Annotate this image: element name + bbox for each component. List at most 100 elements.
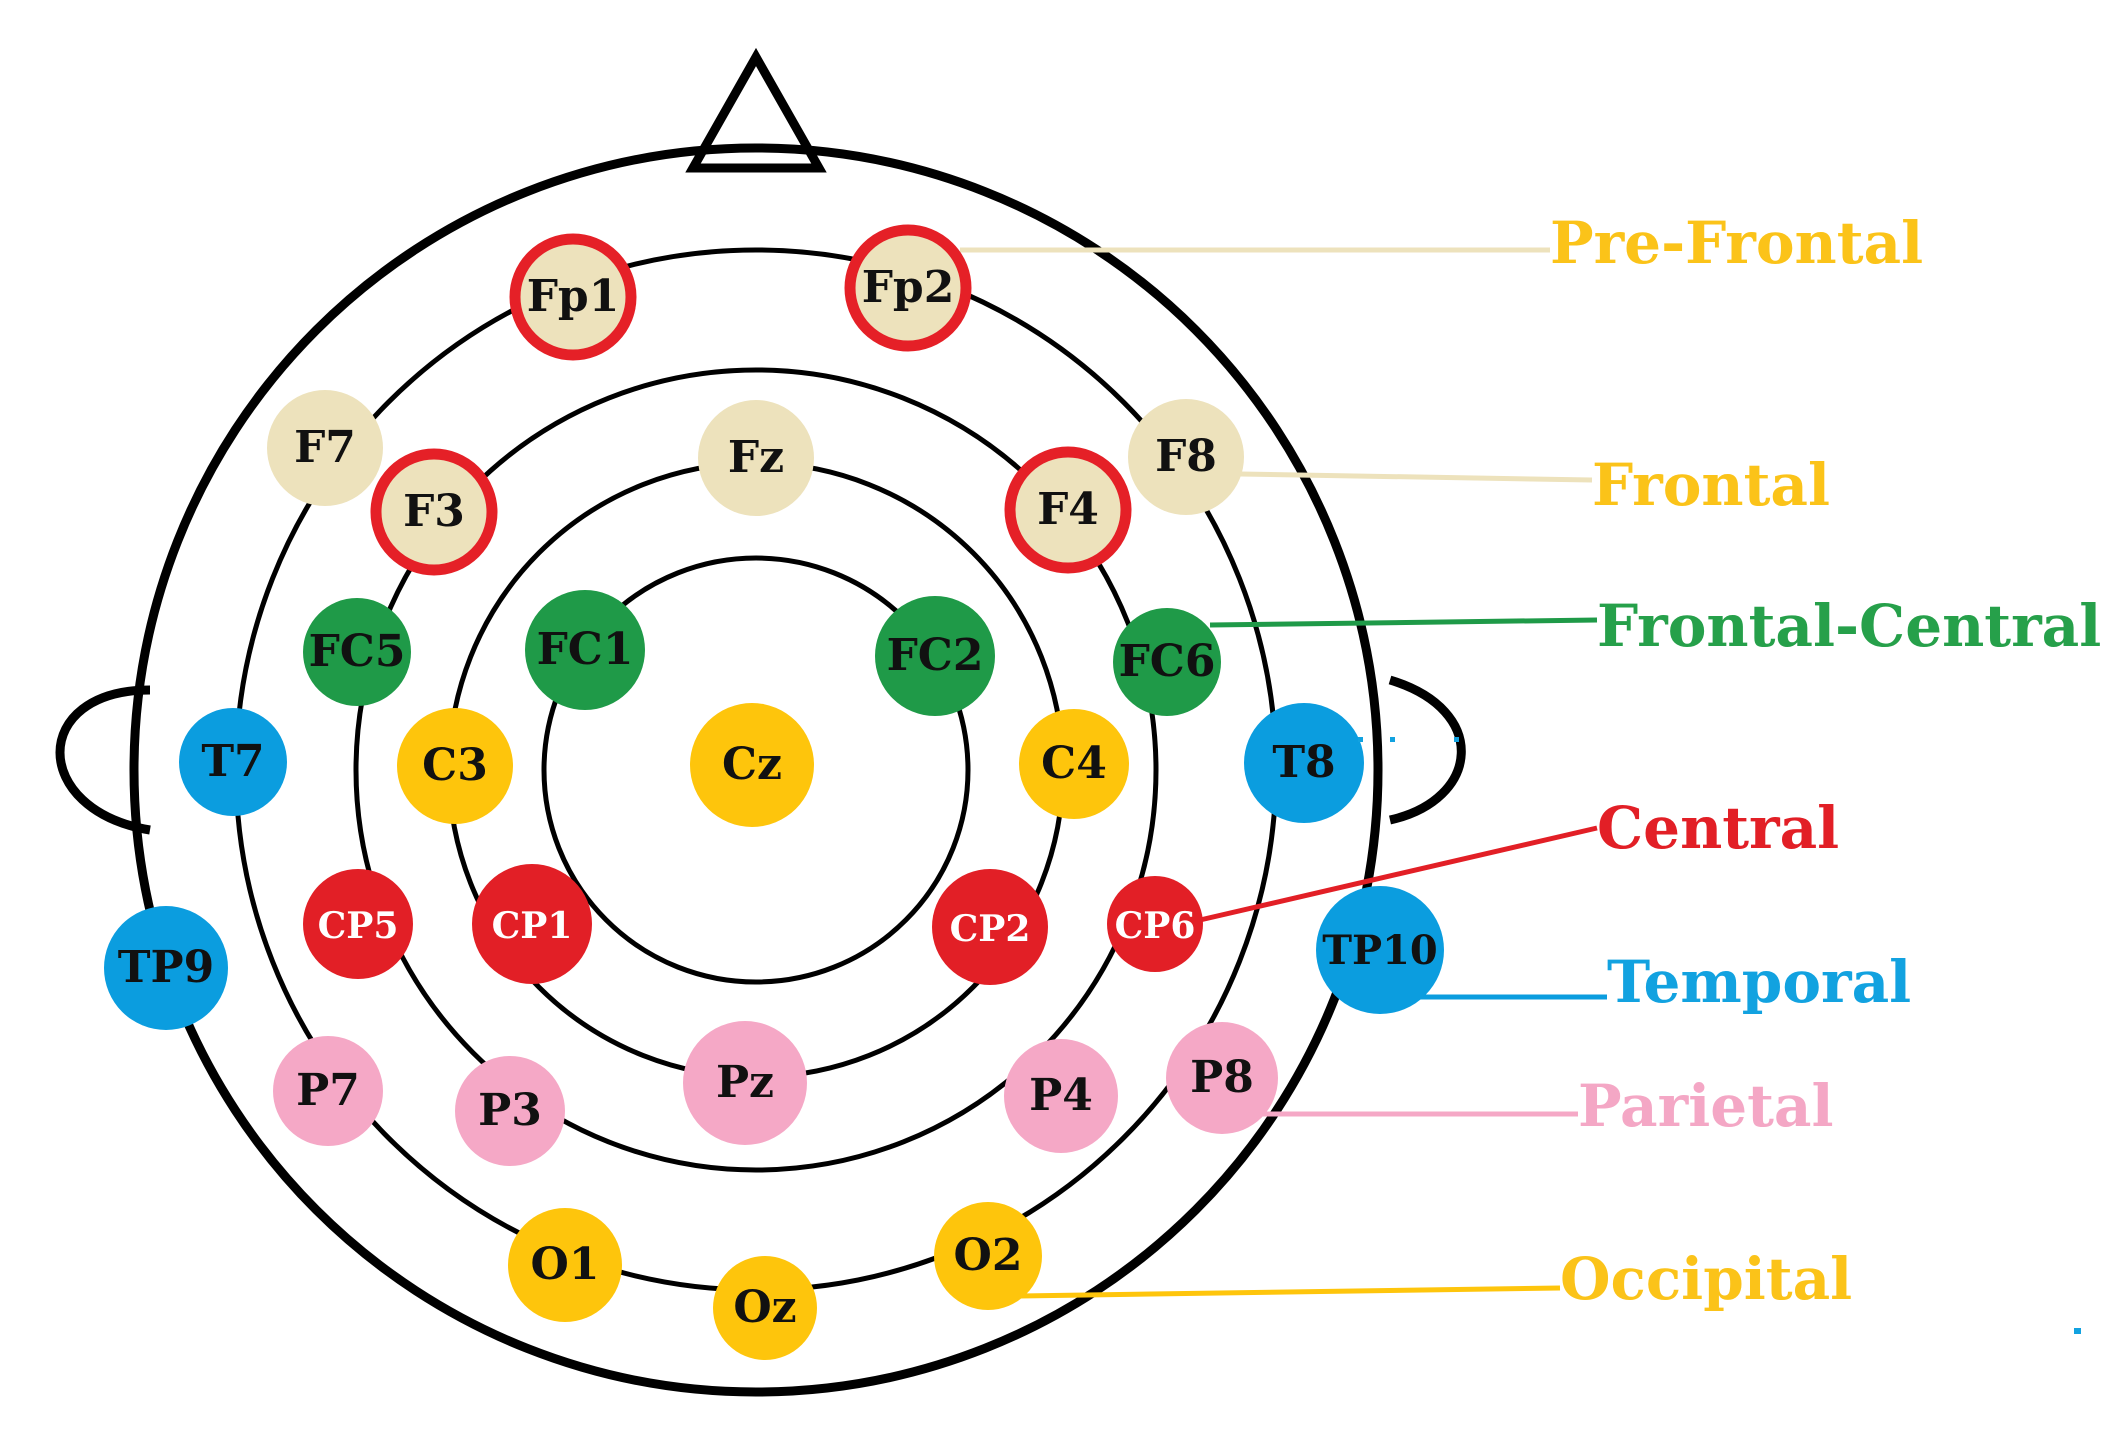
label-frontal-central: Frontal-Central xyxy=(1597,592,2101,660)
electrode-dot xyxy=(525,590,645,710)
electrode-dot xyxy=(1107,876,1203,972)
leader-line-occipital xyxy=(1019,1285,1561,1299)
electrode-label: Fz xyxy=(728,432,784,483)
electrode-dot xyxy=(875,596,995,716)
label-temporal: Temporal xyxy=(1607,948,1911,1016)
electrode-dot xyxy=(698,400,814,516)
electrode-label: FC1 xyxy=(537,624,634,675)
electrode-dot xyxy=(934,1202,1042,1310)
electrode-dot xyxy=(104,906,228,1030)
head-circle xyxy=(129,143,1383,1397)
electrode-dot xyxy=(1128,399,1244,515)
dot-mark xyxy=(1390,737,1395,742)
electrode-dot xyxy=(370,448,498,576)
electrode-cp1: CP1 xyxy=(472,864,592,984)
electrode-cz: Cz xyxy=(690,703,814,827)
electrode-fz: Fz xyxy=(698,400,814,516)
electrode-fc1: FC1 xyxy=(525,590,645,710)
leader-line-frontal-central xyxy=(1209,617,1598,628)
electrode-f8: F8 xyxy=(1128,399,1244,515)
electrode-label: T8 xyxy=(1272,737,1335,788)
electrode-oz: Oz xyxy=(713,1256,817,1360)
electrode-cp6: CP6 xyxy=(1107,876,1203,972)
electrode-label: P3 xyxy=(478,1085,542,1136)
electrode-o1: O1 xyxy=(508,1208,622,1322)
electrode-dot xyxy=(303,598,411,706)
electrode-label: Pz xyxy=(716,1057,774,1108)
electrode-label: Fp1 xyxy=(527,271,620,322)
electrode-dot xyxy=(1004,446,1132,574)
electrode-label: F8 xyxy=(1155,431,1217,482)
electrode-dot xyxy=(472,864,592,984)
electrode-p7: P7 xyxy=(273,1036,383,1146)
electrode-cp5: CP5 xyxy=(303,869,413,979)
dot-mark xyxy=(2074,1328,2081,1334)
electrode-dot xyxy=(1019,709,1129,819)
electrode-label: FC6 xyxy=(1119,636,1216,687)
label-parietal: Parietal xyxy=(1578,1072,1834,1140)
electrode-dot xyxy=(1166,1022,1278,1134)
electrode-dot xyxy=(1244,703,1364,823)
ring-third xyxy=(353,367,1159,1173)
electrode-pz: Pz xyxy=(683,1021,807,1145)
electrode-fp2: Fp2 xyxy=(844,224,972,352)
electrode-dot xyxy=(273,1036,383,1146)
electrode-dot xyxy=(1004,1039,1118,1153)
electrode-dot xyxy=(267,390,383,506)
nose-icon xyxy=(685,47,827,173)
head-outline xyxy=(55,47,1466,1397)
electrode-dot xyxy=(509,233,637,361)
electrode-dot xyxy=(303,869,413,979)
region-labels: Pre-Frontal Frontal Frontal-Central Cent… xyxy=(1550,209,2101,1313)
electrode-label: P8 xyxy=(1190,1052,1254,1103)
electrode-f4: F4 xyxy=(1004,446,1132,574)
electrode-label: CP1 xyxy=(492,905,573,947)
electrode-fc5: FC5 xyxy=(303,598,411,706)
electrode-t8: T8 xyxy=(1244,703,1364,823)
electrode-label: Oz xyxy=(733,1282,796,1333)
electrode-dot xyxy=(179,708,287,816)
electrode-label: F7 xyxy=(294,422,356,473)
electrode-dot xyxy=(713,1256,817,1360)
electrode-label: FC2 xyxy=(887,630,984,681)
left-ear-icon xyxy=(55,685,151,835)
right-ear-icon xyxy=(1388,675,1466,825)
electrode-dot xyxy=(932,869,1048,985)
electrode-label: CP5 xyxy=(318,905,399,947)
leader-line-frontal xyxy=(1239,471,1593,483)
electrode-dot xyxy=(1316,886,1444,1014)
dot-mark xyxy=(1358,737,1363,742)
electrode-fc2: FC2 xyxy=(875,596,995,716)
electrode-dot xyxy=(397,708,513,824)
dot-mark xyxy=(1454,737,1459,742)
electrode-c4: C4 xyxy=(1019,709,1129,819)
electrode-label: Fp2 xyxy=(862,262,955,313)
electrode-label: O1 xyxy=(531,1239,600,1290)
electrode-f7: F7 xyxy=(267,390,383,506)
label-frontal: Frontal xyxy=(1592,451,1830,519)
electrode-label: FC5 xyxy=(309,626,406,677)
leader-line-central xyxy=(1199,825,1598,923)
stray-marks xyxy=(1358,737,2081,1334)
electrode-label: F3 xyxy=(403,486,465,537)
electrode-label: Cz xyxy=(722,739,782,790)
electrode-dot xyxy=(455,1056,565,1166)
electrode-tp10: TP10 xyxy=(1316,886,1444,1014)
electrode-p8: P8 xyxy=(1166,1022,1278,1134)
electrode-label: CP2 xyxy=(950,908,1031,950)
ring-inner xyxy=(541,555,971,985)
electrode-label: O2 xyxy=(954,1230,1023,1281)
electrode-label: P4 xyxy=(1029,1070,1093,1121)
electrode-label: T7 xyxy=(201,736,264,787)
electrode-label: C4 xyxy=(1041,738,1107,789)
electrode-tp9: TP9 xyxy=(104,906,228,1030)
electrode-dot xyxy=(690,703,814,827)
electrode-label: TP9 xyxy=(118,942,214,993)
electrode-f3: F3 xyxy=(370,448,498,576)
electrode-p3: P3 xyxy=(455,1056,565,1166)
electrode-label: F4 xyxy=(1037,484,1099,535)
electrode-dot xyxy=(1113,608,1221,716)
electrode-p4: P4 xyxy=(1004,1039,1118,1153)
